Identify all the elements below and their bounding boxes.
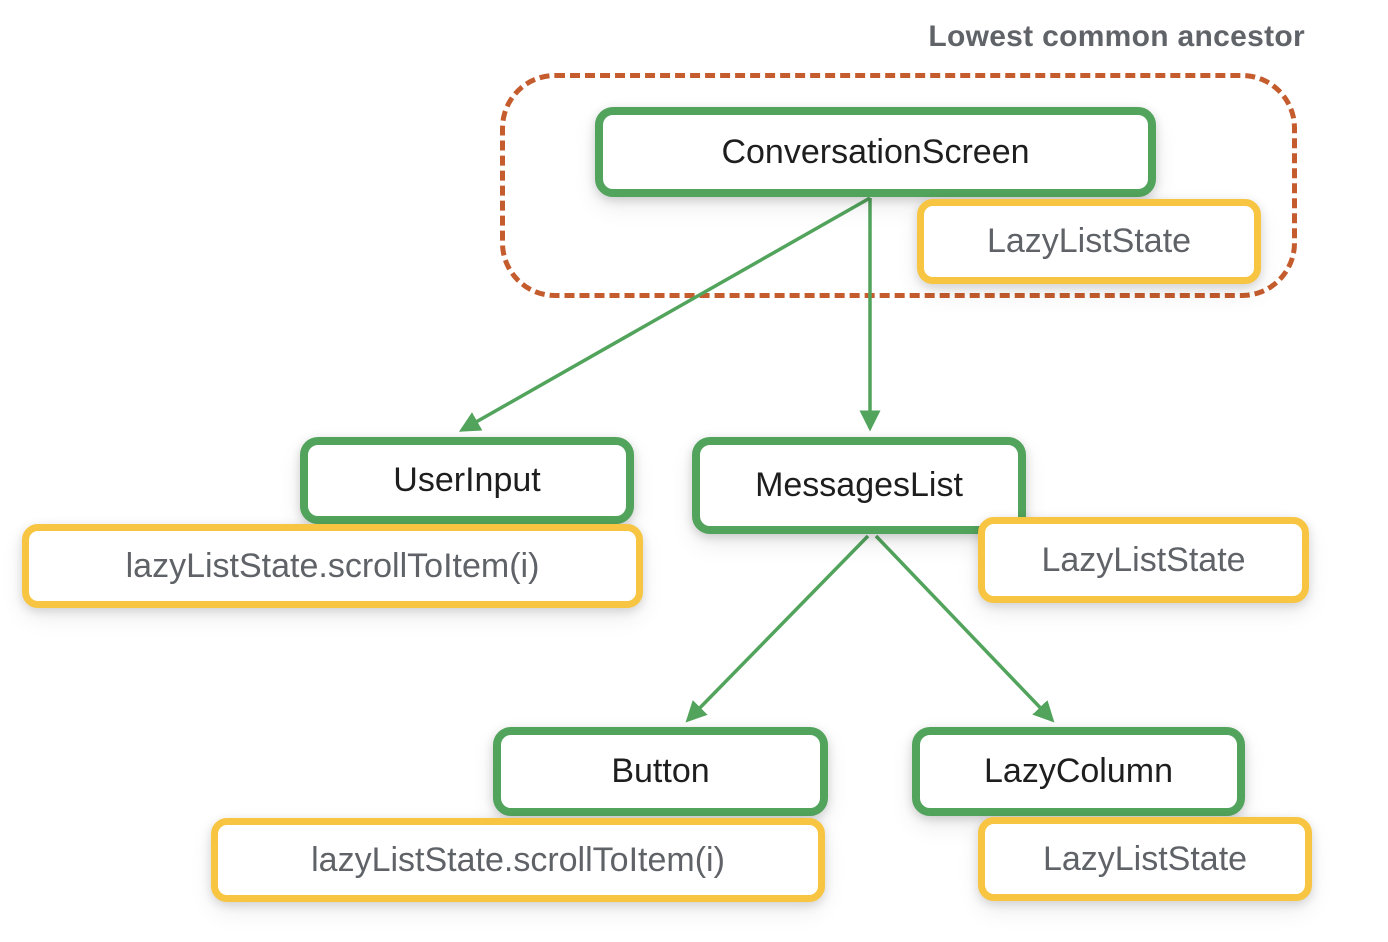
- node-userinput: UserInput: [300, 437, 634, 524]
- node-conversationscreen: ConversationScreen: [595, 107, 1156, 197]
- call-badge-button-scrolltoitem: lazyListState.scrollToItem(i): [211, 818, 825, 902]
- state-badge-conversationscreen-lazyliststate: LazyListState: [917, 199, 1261, 284]
- node-button: Button: [493, 727, 828, 816]
- lowest-common-ancestor-outline: [500, 73, 1297, 298]
- node-messageslist: MessagesList: [692, 437, 1026, 534]
- call-badge-userinput-scrolltoitem: lazyListState.scrollToItem(i): [22, 524, 643, 608]
- state-badge-lazycolumn-lazyliststate: LazyListState: [978, 817, 1312, 901]
- edge-messageslist-button: [685, 534, 870, 723]
- state-badge-messageslist-lazyliststate: LazyListState: [978, 517, 1309, 603]
- node-lazycolumn: LazyColumn: [912, 727, 1245, 816]
- annotation-lowest-common-ancestor: Lowest common ancestor: [928, 20, 1305, 53]
